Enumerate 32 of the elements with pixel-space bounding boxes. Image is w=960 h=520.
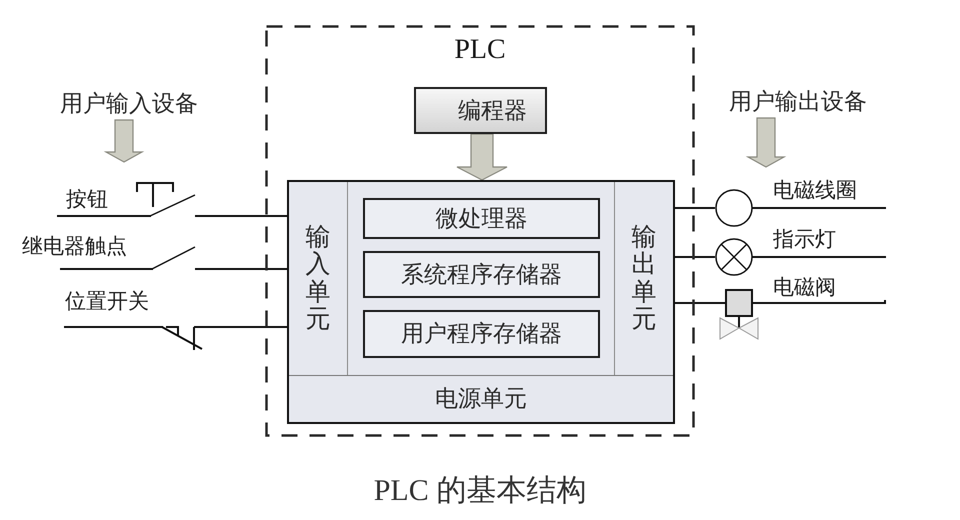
block-arrow [746,117,786,168]
wire-line [195,215,289,217]
vertical-label: 输入单元 [306,224,330,334]
wire-line [673,207,715,209]
wire-line [195,268,289,270]
module-box [363,310,600,358]
vertical-label: 输出单元 [632,224,656,334]
device-label: 按钮 [66,189,108,210]
box-label: 编程器 [458,98,527,124]
programmer-box [414,87,547,134]
module-label: 系统程序存储器 [401,262,562,288]
block-arrow [104,119,144,163]
device-label: 位置开关 [65,291,149,312]
block-arrow [456,133,508,181]
device-label: 继电器触点 [22,236,127,257]
wire-line [673,256,715,258]
wire-line [204,326,289,328]
device-label: 电磁线圈 [773,180,857,201]
boundary-title: PLC [454,34,506,65]
module-label: 用户程序存储器 [401,321,562,347]
module-label: 微处理器 [436,206,528,232]
module-box [363,251,600,298]
dashed-boundary [265,25,695,437]
power-unit-label: 电源单元 [435,386,527,412]
caption: PLC 的基本结构 [374,474,586,507]
device-label: 电磁阀 [773,277,836,298]
plc-unit-frame [287,180,675,424]
module-box [363,198,600,239]
group-heading: 用户输出设备 [720,86,876,118]
wire-line [673,302,719,304]
device-label: 指示灯 [773,229,836,250]
group-heading: 用户输入设备 [54,88,204,120]
